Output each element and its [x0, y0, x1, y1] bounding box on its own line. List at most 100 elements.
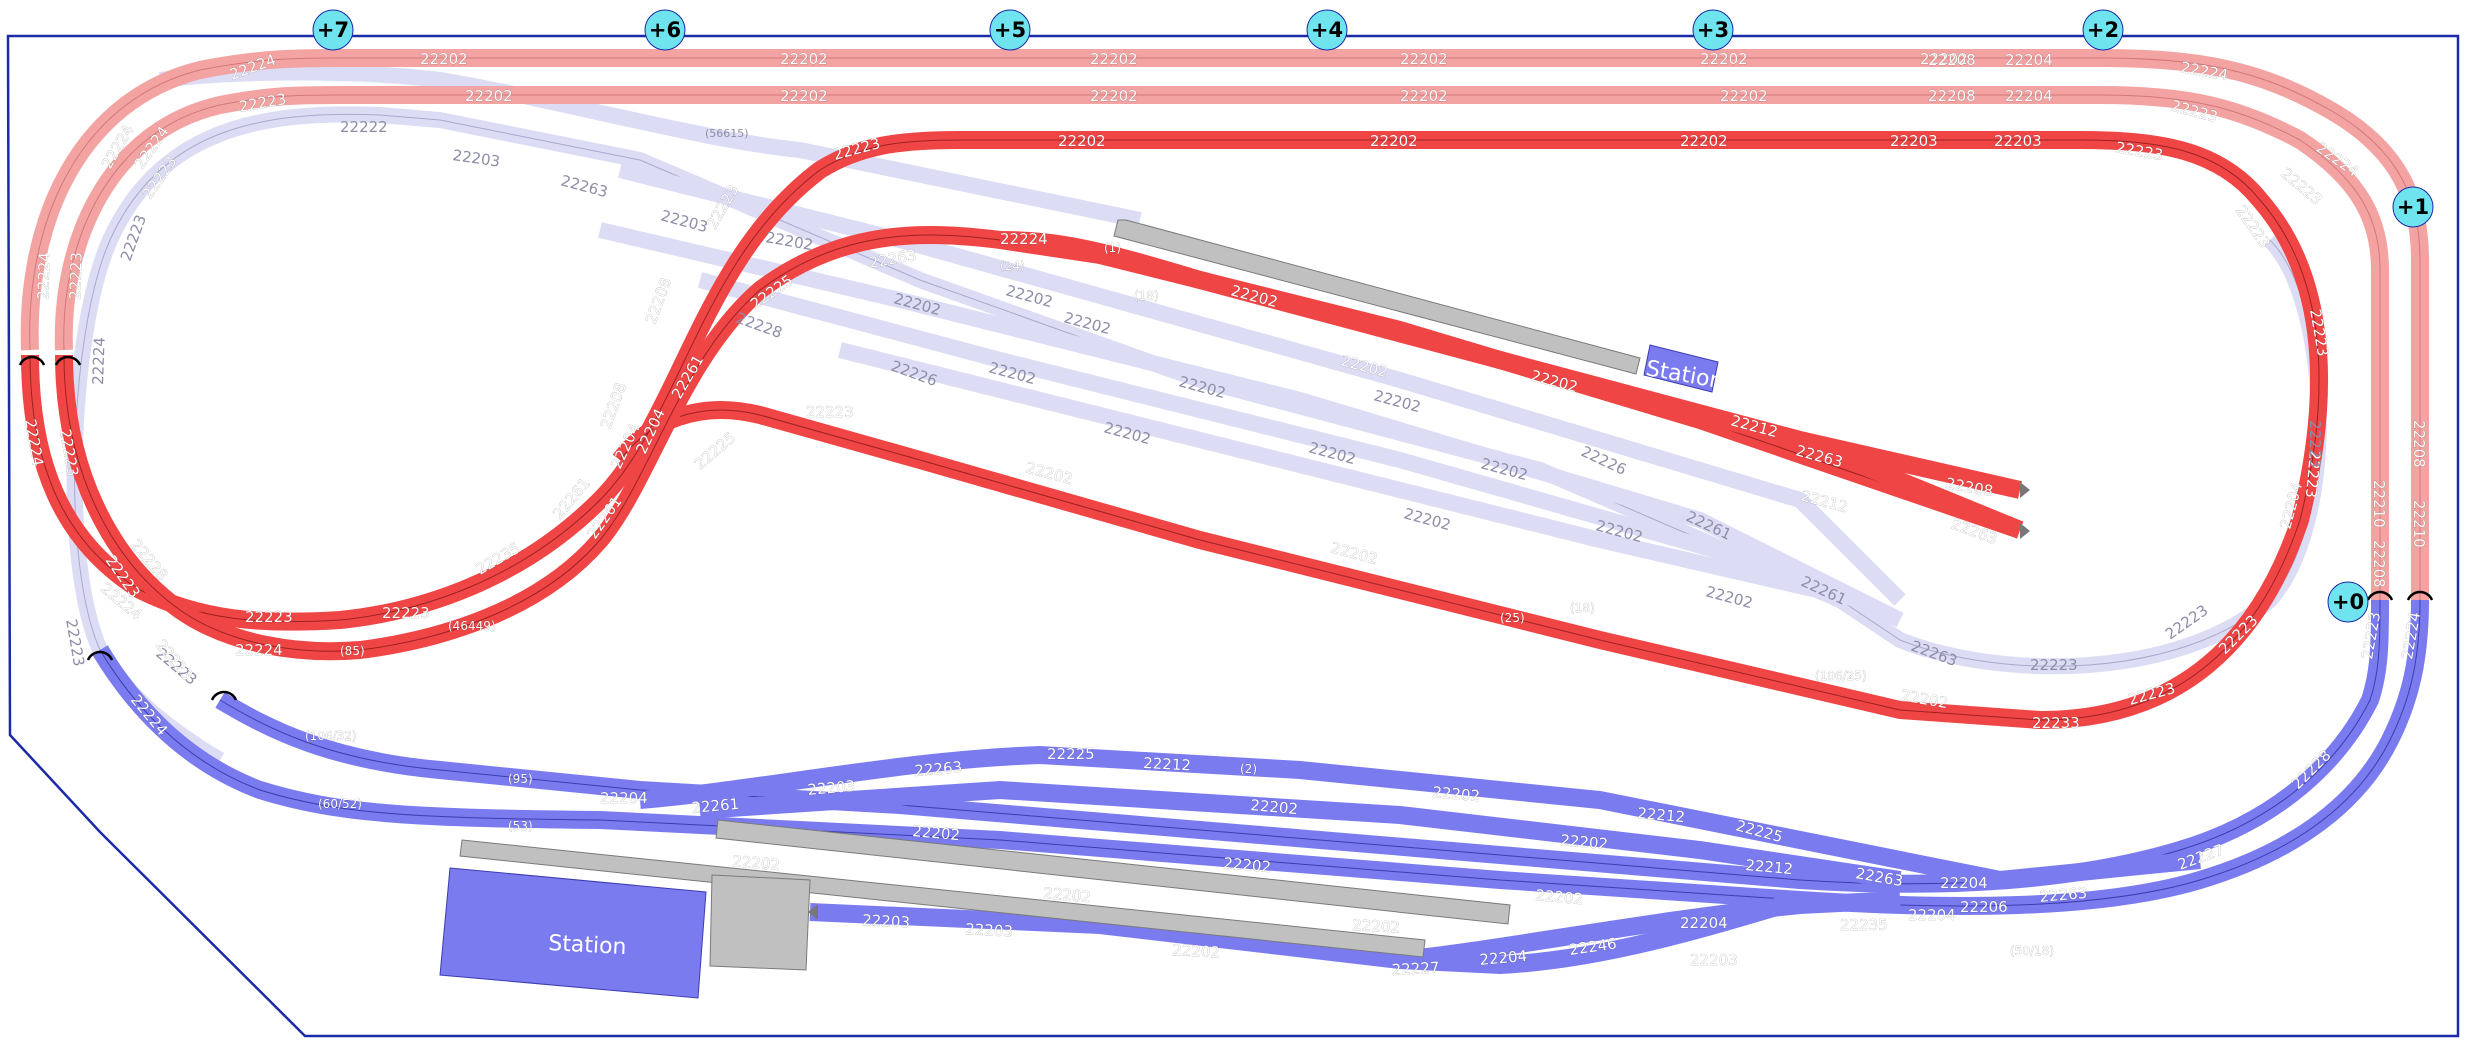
lower-station-building: [439, 867, 707, 999]
portal-right-inner: [2406, 590, 2434, 601]
track-label: 22208: [1928, 87, 1976, 105]
red-track-outer-loop-edge: [29, 139, 2320, 721]
track-label: 22212: [1143, 754, 1192, 774]
track-label: 22225: [1734, 816, 1785, 846]
track-label: (18): [1134, 289, 1159, 303]
track-label: 22228: [734, 309, 785, 342]
track-label: 22210: [2410, 500, 2428, 548]
level-marker-plus-3: +3: [1692, 9, 1734, 51]
track-label: (24): [1000, 259, 1025, 273]
track-label: 22202: [1223, 854, 1272, 876]
track-label: 22212: [1637, 804, 1686, 826]
track-label: 22202: [1560, 831, 1609, 853]
track-label: 22223: [382, 604, 430, 622]
level-marker-label: +7: [317, 18, 349, 42]
baseboard-outline: [6, 34, 2460, 1038]
track-label: 22202: [1680, 132, 1728, 150]
track-label: 22203: [1690, 951, 1738, 969]
level-marker-label: +5: [994, 18, 1026, 42]
portal-lower-left-2: [210, 690, 238, 701]
lavender-track-yard-4: [618, 162, 1906, 606]
track-label: 22223: [66, 252, 86, 300]
lower-station-label: Station: [548, 931, 627, 960]
track-label: 22223: [245, 608, 293, 626]
blue-track-group: [92, 599, 2429, 975]
track-label: 22233: [2032, 714, 2080, 732]
track-label: 22202: [780, 50, 828, 68]
track-label: 22202: [1090, 50, 1138, 68]
level-marker-plus-1: +1: [2392, 186, 2434, 228]
portal-left-outer: [18, 355, 46, 366]
lavender-track-yard-2: [697, 272, 1863, 608]
track-label: 22225: [1047, 745, 1095, 763]
upper-station-group: Station: [1113, 219, 1725, 394]
track-label: (106/25): [1815, 669, 1867, 683]
pink-track-outer-edge: [29, 57, 2421, 600]
track-label: 22224: [1000, 230, 1048, 248]
track-label: 22263: [1854, 864, 1904, 890]
lavender-track-top-branch: [159, 64, 1142, 228]
track-label: 22235: [1840, 916, 1888, 934]
track-label: (2): [1240, 762, 1257, 776]
track-label: 22204: [600, 789, 648, 807]
track-label: 22202: [1043, 884, 1092, 906]
level-marker-plus-0: +0: [2327, 581, 2369, 623]
lavender-track-yard-3: [838, 342, 1862, 608]
track-label: (18): [1570, 601, 1595, 615]
track-label: (85): [340, 644, 365, 658]
pink-track-second: [54, 86, 2389, 600]
level-marker-plus-2: +2: [2082, 9, 2124, 51]
level-marker-label: +3: [1697, 18, 1729, 42]
track-label: 22227: [1391, 959, 1440, 979]
track-label: 22224: [34, 252, 54, 300]
track-label: 22204: [2005, 51, 2053, 69]
blue-track-outer-edge: [99, 599, 2421, 907]
track-label: (60/52): [318, 797, 362, 811]
blue-track-crossover-upper: [639, 745, 2201, 890]
portal-group: [18, 355, 2434, 701]
track-label: 22223: [2030, 656, 2078, 674]
level-marker-label: +2: [2087, 18, 2119, 42]
lower-platform-stub: [709, 874, 811, 971]
track-label: 22203: [862, 911, 911, 931]
track-label: 22203: [659, 206, 710, 236]
track-label: (95): [508, 772, 533, 786]
track-label: 22208: [1928, 51, 1976, 69]
red-track-station-spur-1: [999, 231, 2022, 499]
portal-lower-left-1: [86, 650, 114, 661]
level-marker-label: +4: [1311, 18, 1343, 42]
red-track-group: [21, 131, 2328, 730]
track-label: 22202: [1058, 132, 1106, 150]
pink-track-group: [20, 49, 2429, 600]
level-marker-label: +6: [649, 18, 681, 42]
upper-platform: [1113, 219, 1641, 375]
track-label: 22223: [2277, 164, 2325, 208]
blue-track-inner: [215, 599, 2389, 893]
level-marker-group: +7 +6 +5 +4 +3 +2 +1 +0: [312, 9, 2434, 623]
track-label: 22202: [1704, 582, 1755, 612]
portal-right-outer: [2366, 590, 2394, 601]
track-label: 22202: [732, 852, 781, 874]
track-label: 22212: [1745, 856, 1794, 878]
track-label: 22202: [465, 87, 513, 105]
track-label: 22263: [1909, 637, 1960, 670]
red-track-station-spur-2: [1796, 431, 2024, 539]
lower-station-group: Station: [439, 819, 1511, 999]
track-label: 22202: [892, 289, 943, 319]
track-label: 22206: [1960, 898, 2008, 916]
buffer-stop: [2020, 482, 2030, 498]
track-label: 22202: [1920, 50, 1968, 68]
lower-platform-short: [459, 839, 1426, 958]
track-label: 22202: [912, 822, 961, 844]
track-label: 22223: [2306, 420, 2324, 468]
track-label: (25): [1500, 611, 1525, 625]
track-label: (50/18): [2010, 944, 2054, 958]
level-marker-plus-7: +7: [312, 9, 354, 51]
track-label: 22204: [1479, 947, 1528, 969]
red-track-inner-loop-edge: [63, 234, 2021, 652]
track-label: 22203: [1890, 132, 1938, 150]
track-label: 22204: [1940, 874, 1988, 892]
blue-track-crossover-middle: [699, 780, 1902, 889]
buffer-stop: [808, 904, 818, 920]
track-label: 22208: [2370, 540, 2388, 588]
